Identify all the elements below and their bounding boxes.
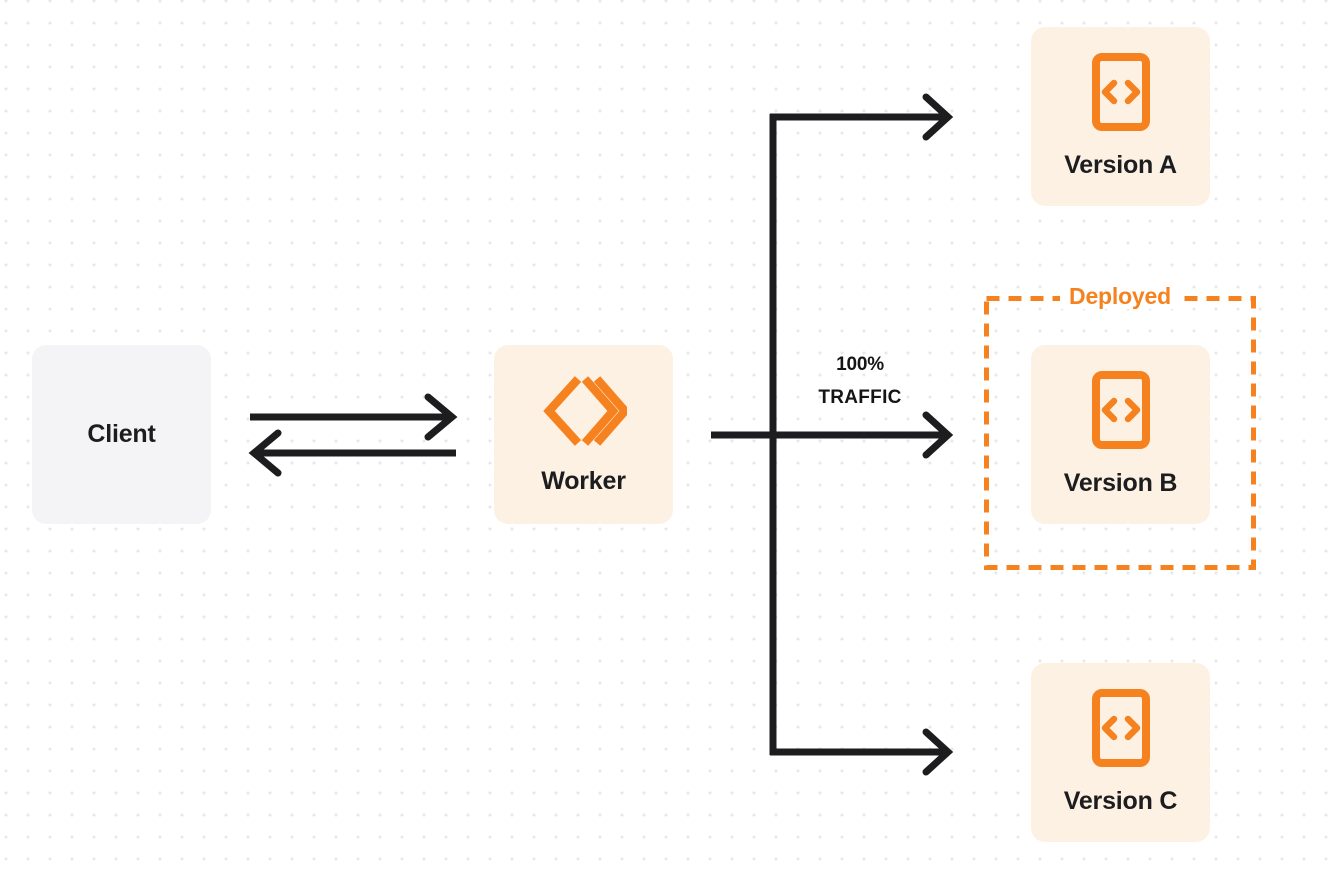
code-document-icon: [1091, 371, 1151, 449]
version-a-label: Version A: [1064, 151, 1177, 179]
version-b-node[interactable]: Version B: [1031, 345, 1210, 524]
client-label: Client: [87, 420, 156, 448]
arrow-worker-to-client: [248, 429, 456, 477]
worker-label: Worker: [541, 467, 626, 495]
code-document-icon: [1091, 689, 1151, 767]
deployed-label: Deployed: [1060, 283, 1180, 309]
arrow-worker-to-versions: [711, 93, 954, 776]
traffic-label: 100% TRAFFIC: [771, 348, 949, 414]
worker-node[interactable]: Worker: [494, 345, 673, 524]
traffic-percent: 100%: [836, 354, 884, 375]
traffic-unit: TRAFFIC: [818, 387, 902, 408]
version-c-node[interactable]: Version C: [1031, 663, 1210, 842]
arrow-client-to-worker: [250, 393, 458, 441]
version-b-label: Version B: [1063, 469, 1178, 497]
version-a-node[interactable]: Version A: [1031, 27, 1210, 206]
version-c-label: Version C: [1063, 787, 1178, 815]
workers-logo-icon: [541, 373, 631, 449]
code-document-icon: [1091, 53, 1151, 131]
client-node[interactable]: Client: [32, 345, 211, 524]
